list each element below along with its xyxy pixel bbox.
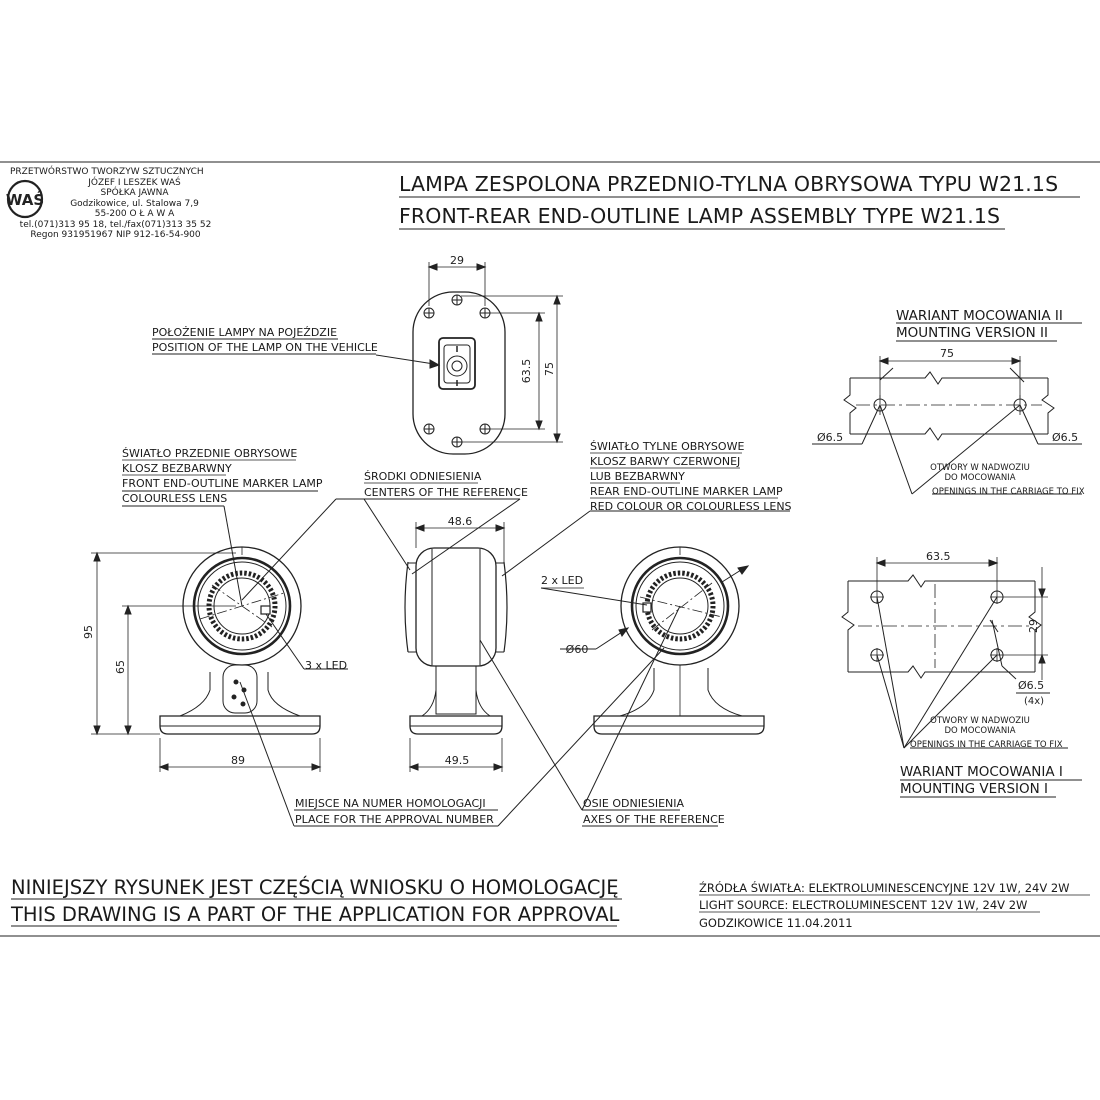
rear-lamp-line: KLOSZ BARWY CZERWONEJ — [590, 455, 741, 468]
company-line: 55-200 O Ł A W A — [94, 209, 175, 219]
front-lamp-line: KLOSZ BEZBARWNY — [122, 462, 232, 475]
company-line: PRZETWÓRSTWO TWORZYW SZTUCZNYCH — [10, 167, 204, 177]
mount2-openings-en: OPENINGS IN THE CARRIAGE TO FIX — [932, 487, 1085, 497]
company-line: SPÓŁKA JAWNA — [100, 188, 169, 198]
dim-top-75: 75 — [543, 362, 556, 376]
mount2-drawing — [812, 322, 1082, 495]
position-label-en: POSITION OF THE LAMP ON THE VEHICLE — [152, 341, 378, 354]
mount2-title-pl: WARIANT MOCOWANIA II — [896, 308, 1063, 324]
top-view-lamp — [152, 262, 563, 455]
mount2-title-en: MOUNTING VERSION II — [896, 325, 1049, 341]
led-2x-label: 2 x LED — [541, 574, 584, 587]
light-source-en: LIGHT SOURCE: ELECTROLUMINESCENT 12V 1W,… — [699, 898, 1028, 912]
front-lamp-line: ŚWIATŁO PRZEDNIE OBRYSOWE — [122, 447, 298, 460]
dim-right-d60: Ø60 — [566, 643, 589, 656]
approval-label-pl: MIEJSCE NA NUMER HOMOLOGACJI — [295, 797, 486, 810]
rear-view-lamp — [479, 510, 790, 827]
rear-lamp-line: RED COLOUR OR COLOURLESS LENS — [590, 500, 792, 513]
mount1-openings-en: OPENINGS IN THE CARRIAGE TO FIX — [910, 740, 1063, 750]
openings-line: DO MOCOWANIA — [944, 473, 1016, 483]
mount1-drawing — [841, 557, 1068, 749]
mount2-dim-width: 75 — [940, 347, 954, 360]
side-view-lamp — [336, 498, 591, 772]
front-lamp-label: ŚWIATŁO PRZEDNIE OBRYSOWE KLOSZ BEZBARWN… — [122, 446, 322, 506]
centers-label-en: CENTERS OF THE REFERENCE — [364, 486, 528, 499]
mount1-openings-note: OTWORY W NADWOZIU DO MOCOWANIA — [930, 716, 1030, 736]
openings-line: OTWORY W NADWOZIU — [930, 463, 1030, 473]
mount1-title-pl: WARIANT MOCOWANIA I — [900, 764, 1063, 780]
drawing-date: GODZIKOWICE 11.04.2011 — [699, 916, 853, 930]
openings-line: OTWORY W NADWOZIU — [930, 716, 1030, 726]
approval-label-en: PLACE FOR THE APPROVAL NUMBER — [295, 813, 494, 826]
rear-lamp-line: REAR END-OUTLINE MARKER LAMP — [590, 485, 783, 498]
front-lamp-line: FRONT END-OUTLINE MARKER LAMP — [122, 477, 323, 490]
company-line: Godzikowice, ul. Stalowa 7,9 — [70, 198, 199, 209]
footer-note-en: THIS DRAWING IS A PART OF THE APPLICATIO… — [11, 903, 620, 926]
footer-note-pl: NINIEJSZY RYSUNEK JEST CZĘŚCIĄ WNIOSKU O… — [11, 876, 619, 899]
axes-label-en: AXES OF THE REFERENCE — [583, 813, 725, 826]
centers-label-pl: ŚRODKI ODNIESIENIA — [364, 470, 482, 483]
rear-lamp-line: LUB BEZBARWNY — [590, 470, 685, 483]
mount1-dim-height: 29 — [1027, 619, 1040, 633]
rear-lamp-label: ŚWIATŁO TYLNE OBRYSOWE KLOSZ BARWY CZERW… — [590, 439, 792, 514]
mount1-dim-hole: Ø6.5 — [1018, 679, 1044, 692]
front-view-lamp — [91, 490, 498, 827]
dim-top-width: 29 — [450, 254, 464, 267]
position-label-pl: POŁOŻENIE LAMPY NA POJEŹDZIE — [152, 326, 338, 339]
dim-mid-49: 49.5 — [445, 754, 470, 767]
svg-text:WAŚ: WAŚ — [6, 190, 44, 209]
mount1-dim-width: 63.5 — [926, 550, 951, 563]
dim-left-95: 95 — [82, 625, 95, 639]
axes-label-pl: OSIE ODNIESIENIA — [583, 797, 685, 810]
dim-mid-48: 48.6 — [448, 515, 473, 528]
title-polish: LAMPA ZESPOLONA PRZEDNIO-TYLNA OBRYSOWA … — [399, 172, 1059, 196]
rear-lamp-line: ŚWIATŁO TYLNE OBRYSOWE — [590, 440, 745, 453]
company-logo: WAŚ — [6, 179, 44, 219]
light-source-pl: ŹRÓDŁA ŚWIATŁA: ELEKTROLUMINESCENCYJNE 1… — [699, 881, 1070, 895]
front-lamp-line: COLOURLESS LENS — [122, 492, 228, 505]
dim-left-65: 65 — [114, 660, 127, 674]
mount1-title-en: MOUNTING VERSION I — [900, 781, 1049, 797]
dim-left-89: 89 — [231, 754, 245, 767]
company-line: JÓZEF I LESZEK WAŚ — [88, 177, 181, 188]
mount2-dim-hole-left: Ø6.5 — [817, 431, 843, 444]
title-english: FRONT-REAR END-OUTLINE LAMP ASSEMBLY TYP… — [399, 204, 1001, 228]
company-line: tel.(071)313 95 18, tel./fax(071)313 35 … — [19, 219, 212, 230]
dim-top-63: 63.5 — [520, 359, 533, 384]
company-info: PRZETWÓRSTWO TWORZYW SZTUCZNYCH JÓZEF I … — [8, 167, 223, 241]
mount1-dim-count: (4x) — [1024, 696, 1044, 707]
company-line: Regon 931951967 NIP 912-16-54-900 — [30, 230, 201, 240]
mount2-dim-hole-right: Ø6.5 — [1052, 431, 1078, 444]
mount2-openings-note: OTWORY W NADWOZIU DO MOCOWANIA — [930, 463, 1030, 483]
openings-line: DO MOCOWANIA — [944, 726, 1016, 736]
